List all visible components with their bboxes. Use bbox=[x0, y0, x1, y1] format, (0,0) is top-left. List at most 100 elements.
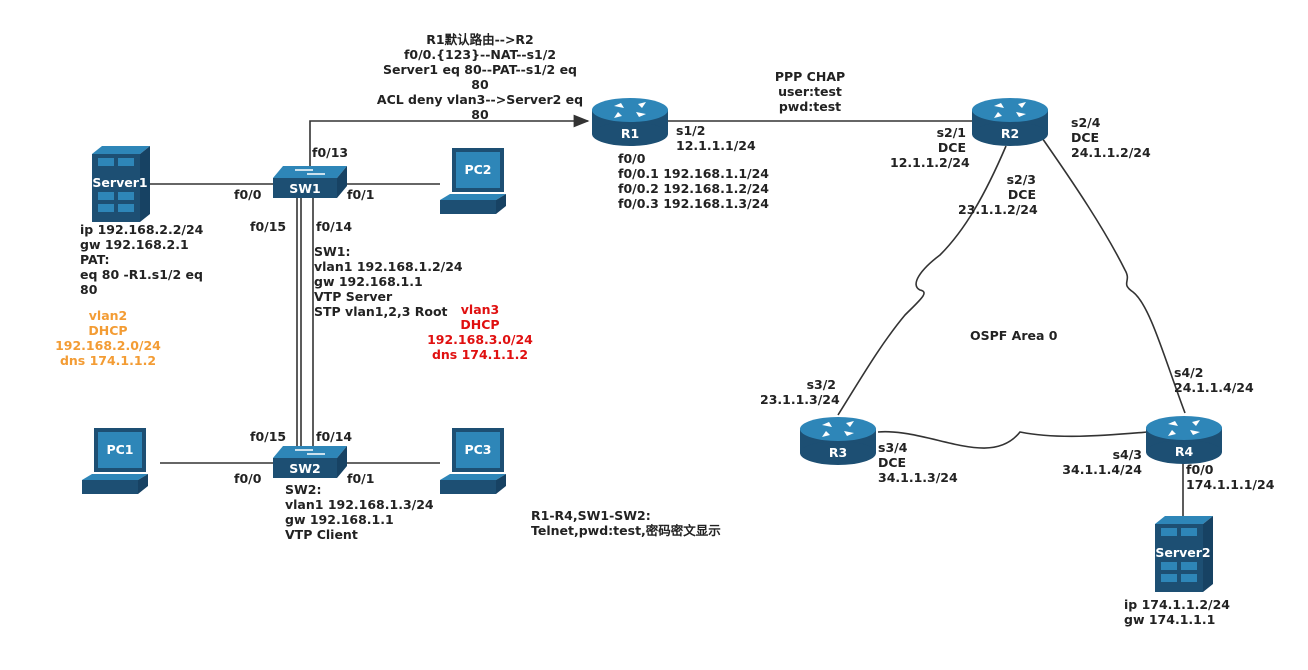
note-line: f0/0.{123}--NAT--s1/2 bbox=[403, 47, 557, 62]
info-line: dns 174.1.1.2 bbox=[431, 347, 529, 362]
router-r3-label: R3 bbox=[828, 445, 848, 460]
info-line: DHCP bbox=[88, 323, 128, 338]
r4-s42-label: s4/2 24.1.1.4/24 bbox=[1174, 365, 1254, 395]
switch-sw1[interactable]: SW1 bbox=[273, 164, 347, 200]
router-icon bbox=[800, 417, 876, 465]
r3-s34-label: s3/4 DCE 34.1.1.3/24 bbox=[878, 440, 958, 485]
switch-icon bbox=[273, 166, 347, 198]
ospf-area-label: OSPF Area 0 bbox=[970, 328, 1058, 343]
iface-line: 174.1.1.1/24 bbox=[1186, 477, 1275, 492]
r4-s43-label: s4/3 34.1.1.4/24 bbox=[1062, 447, 1142, 477]
router-r2-label: R2 bbox=[1000, 126, 1020, 141]
iface-line: s2/4 bbox=[1071, 115, 1101, 130]
info-line: 80 bbox=[80, 282, 98, 297]
iface-line: 34.1.1.3/24 bbox=[878, 470, 958, 485]
port-sw2-f015: f0/15 bbox=[250, 429, 287, 444]
port-sw1-f01: f0/1 bbox=[347, 187, 375, 202]
info-line: VTP Server bbox=[314, 289, 393, 304]
pc-icon bbox=[82, 428, 148, 494]
server-server1-label: Server1 bbox=[92, 175, 148, 190]
info-line: vlan2 bbox=[88, 308, 128, 323]
router-r3[interactable]: R3 bbox=[800, 415, 876, 465]
iface-line: DCE bbox=[878, 455, 907, 470]
r1-config-note: R1默认路由-->R2 f0/0.{123}--NAT--s1/2 Server… bbox=[350, 32, 610, 122]
port-sw2-f01: f0/1 bbox=[347, 471, 375, 486]
note-line: pwd:test bbox=[778, 99, 842, 114]
info-line: ip 192.168.2.2/24 bbox=[80, 222, 204, 237]
note-line: Server1 eq 80--PAT--s1/2 eq bbox=[383, 62, 577, 77]
switch-sw2[interactable]: SW2 bbox=[273, 444, 347, 480]
info-line: gw 192.168.1.1 bbox=[314, 274, 423, 289]
switch-sw2-label: SW2 bbox=[289, 461, 321, 476]
router-r4-label: R4 bbox=[1174, 444, 1194, 459]
iface-line: s2/1 bbox=[936, 125, 966, 140]
switch-icon bbox=[273, 446, 347, 478]
router-r1[interactable]: R1 bbox=[592, 96, 668, 146]
server-server2[interactable]: Server2 bbox=[1155, 516, 1215, 592]
pc-icon bbox=[440, 148, 506, 214]
info-line: gw 192.168.1.1 bbox=[285, 512, 394, 527]
pc-pc2[interactable]: PC2 bbox=[440, 148, 506, 216]
iface-line: f0/0.3 192.168.1.3/24 bbox=[618, 196, 769, 211]
pc-icon bbox=[440, 428, 506, 494]
iface-line: s4/3 bbox=[1112, 447, 1142, 462]
info-line: gw 192.168.2.1 bbox=[80, 237, 189, 252]
r2-s21-label: s2/1 DCE 12.1.1.2/24 bbox=[890, 125, 970, 170]
iface-line: DCE bbox=[1007, 187, 1036, 202]
router-icon bbox=[1146, 416, 1222, 464]
iface-line: 24.1.1.2/24 bbox=[1071, 145, 1151, 160]
ppp-chap-note: PPP CHAP user:test pwd:test bbox=[760, 69, 860, 114]
port-sw1-f015: f0/15 bbox=[250, 219, 287, 234]
iface-line: 23.1.1.2/24 bbox=[958, 202, 1038, 217]
server1-info: ip 192.168.2.2/24 gw 192.168.2.1 PAT: eq… bbox=[80, 222, 203, 297]
iface-line: s3/2 bbox=[806, 377, 836, 392]
r4-f00-label: f0/0 174.1.1.1/24 bbox=[1186, 462, 1274, 492]
info-line: vlan3 bbox=[460, 302, 500, 317]
info-line: ip 174.1.1.2/24 bbox=[1124, 597, 1230, 612]
info-line: eq 80 -R1.s1/2 eq bbox=[80, 267, 203, 282]
info-line: vlan1 192.168.1.3/24 bbox=[285, 497, 434, 512]
iface-line: f0/0 bbox=[618, 151, 646, 166]
server-icon bbox=[92, 146, 150, 222]
router-r4[interactable]: R4 bbox=[1146, 414, 1222, 464]
iface-line: DCE bbox=[937, 140, 966, 155]
switch-sw1-label: SW1 bbox=[289, 181, 321, 196]
sw1-info: SW1: vlan1 192.168.1.2/24 gw 192.168.1.1… bbox=[314, 244, 463, 319]
iface-line: f0/0 bbox=[1186, 462, 1214, 477]
note-line: PPP CHAP bbox=[774, 69, 846, 84]
pc-pc1[interactable]: PC1 bbox=[82, 428, 148, 496]
port-sw2-f00: f0/0 bbox=[234, 471, 262, 486]
r1-f00-label: f0/0 f0/0.1 192.168.1.1/24 f0/0.2 192.16… bbox=[618, 151, 769, 211]
info-line: R1-R4,SW1-SW2: bbox=[531, 508, 651, 523]
iface-line: s4/2 bbox=[1174, 365, 1204, 380]
iface-line: 12.1.1.2/24 bbox=[890, 155, 970, 170]
info-line: gw 174.1.1.1 bbox=[1124, 612, 1216, 627]
port-sw1-f014: f0/14 bbox=[316, 219, 353, 234]
note-line: 80 bbox=[471, 107, 489, 122]
pc-pc3[interactable]: PC3 bbox=[440, 428, 506, 496]
router-icon bbox=[972, 98, 1048, 146]
note-line: R1默认路由-->R2 bbox=[426, 32, 534, 47]
iface-line: 34.1.1.4/24 bbox=[1062, 462, 1142, 477]
link-r3-r4 bbox=[877, 431, 1149, 449]
sw2-info: SW2: vlan1 192.168.1.3/24 gw 192.168.1.1… bbox=[285, 482, 434, 542]
info-line: 192.168.3.0/24 bbox=[427, 332, 533, 347]
info-line: STP vlan1,2,3 Root bbox=[314, 304, 448, 319]
info-line: 192.168.2.0/24 bbox=[55, 338, 161, 353]
server-server1[interactable]: Server1 bbox=[92, 146, 152, 222]
router-icon bbox=[592, 98, 668, 146]
info-line: VTP Client bbox=[285, 527, 358, 542]
iface-line: 24.1.1.4/24 bbox=[1174, 380, 1254, 395]
pc-pc2-label: PC2 bbox=[464, 162, 492, 177]
info-line: SW2: bbox=[285, 482, 322, 497]
iface-line: f0/0.2 192.168.1.2/24 bbox=[618, 181, 769, 196]
r1-s12-label: s1/2 12.1.1.1/24 bbox=[676, 123, 756, 153]
vlan3-dhcp-note: vlan3 DHCP 192.168.3.0/24 dns 174.1.1.2 bbox=[420, 302, 540, 362]
router-r2[interactable]: R2 bbox=[972, 96, 1048, 146]
iface-line: DCE bbox=[1071, 130, 1100, 145]
note-line: ACL deny vlan3-->Server2 eq bbox=[376, 92, 584, 107]
pc-pc3-label: PC3 bbox=[464, 442, 492, 457]
port-sw1-f013: f0/13 bbox=[312, 145, 349, 160]
